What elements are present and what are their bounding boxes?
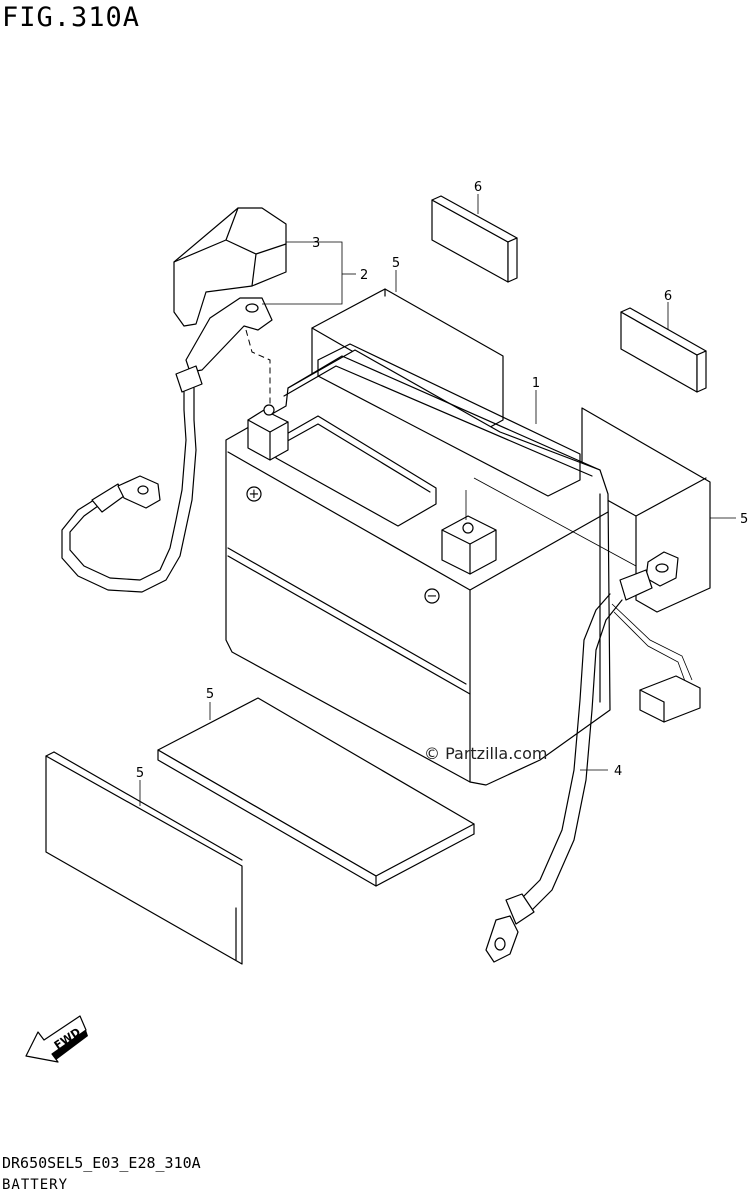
figure-title: FIG.310A <box>2 2 141 33</box>
figure-name: BATTERY <box>2 1177 69 1193</box>
cable-minus-part-4[interactable] <box>485 551 701 963</box>
watermark: © Partzilla.com <box>424 744 548 763</box>
callout-leaders <box>139 194 736 806</box>
fwd-arrow-icon: FWD <box>25 1015 88 1063</box>
callout-6-top: 6 <box>474 180 482 195</box>
minus-terminal-mark: − <box>427 589 438 604</box>
callout-2: 2 <box>360 268 368 283</box>
cushion-part-6-top[interactable] <box>431 195 518 283</box>
callout-5-bottom: 5 <box>206 687 214 702</box>
callout-5-right: 5 <box>740 512 748 527</box>
callout-4: 4 <box>614 764 622 779</box>
pad-part-5-bottom[interactable] <box>157 697 475 887</box>
battery-part-1[interactable] <box>225 343 611 786</box>
cushion-part-6-right[interactable] <box>620 307 707 393</box>
plus-terminal-mark: + <box>249 487 260 502</box>
cover-part-3[interactable] <box>173 207 287 327</box>
callout-1: 1 <box>532 376 540 391</box>
pad-part-5-left[interactable] <box>45 751 243 965</box>
callout-5-back: 5 <box>392 256 400 271</box>
cable-plus-part-2[interactable] <box>61 297 273 593</box>
callout-6-right: 6 <box>664 289 672 304</box>
callout-5-left: 5 <box>136 766 144 781</box>
callout-3: 3 <box>312 236 320 251</box>
figure-code: DR650SEL5_E03_E28_310A <box>2 1154 201 1172</box>
